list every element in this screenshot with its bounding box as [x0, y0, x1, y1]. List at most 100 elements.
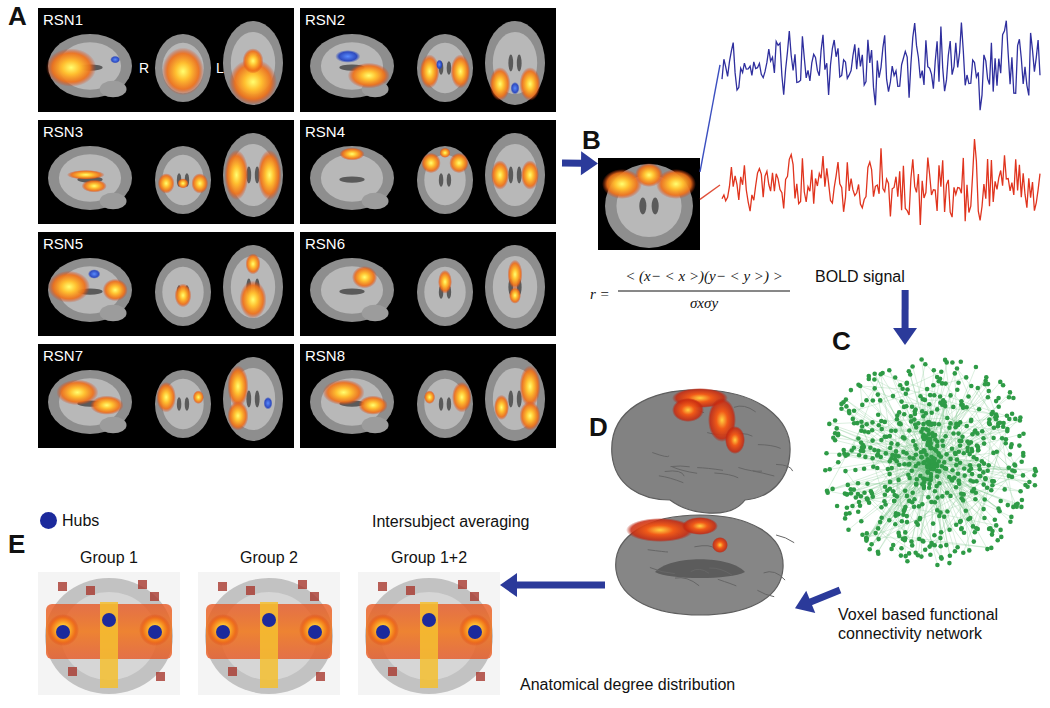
graph-node: [1017, 443, 1022, 448]
white-matter: [162, 267, 203, 317]
graph-link: [903, 405, 961, 452]
panel-ground: [38, 232, 294, 336]
graph-node: [875, 466, 880, 471]
activation-blob: [175, 284, 192, 308]
graph-node: [860, 424, 865, 429]
graph-node: [853, 468, 858, 473]
voxel-square: [476, 672, 485, 681]
graph-node: [964, 424, 969, 429]
graph-node: [940, 381, 945, 386]
graph-node: [947, 528, 952, 533]
step-caption: Intersubject averaging: [372, 512, 529, 531]
graph-node: [922, 484, 927, 489]
network-panel: [38, 344, 294, 448]
graph-node: [1021, 431, 1026, 436]
graph-node: [895, 417, 900, 422]
graph-node: [948, 421, 953, 426]
graph-link: [866, 400, 932, 462]
activation-blob: [246, 253, 261, 274]
graph-node: [996, 424, 1001, 429]
graph-node: [859, 419, 864, 424]
graph-node: [875, 453, 880, 458]
graph-node: [1019, 460, 1024, 465]
activation-blob: [323, 380, 365, 406]
graph-link: [878, 528, 921, 556]
formula-part: r =: [590, 286, 610, 303]
graph-node: [921, 422, 926, 427]
graph-node: [990, 483, 995, 488]
graph-node: [849, 388, 854, 393]
ventricle: [447, 173, 451, 187]
graph-link: [890, 482, 922, 504]
graph-node: [1007, 465, 1012, 470]
activation-blob: [520, 401, 541, 430]
activation-blob: [452, 382, 472, 413]
graph-node: [861, 449, 866, 454]
graph-node: [953, 451, 958, 456]
group-label: Group 2: [198, 548, 340, 567]
graph-node: [911, 439, 916, 444]
graph-node: [872, 377, 877, 382]
graph-node: [876, 537, 881, 542]
graph-link: [841, 409, 923, 467]
graph-node: [990, 479, 995, 484]
graph-node: [852, 421, 857, 426]
activation-blob: [449, 153, 469, 173]
brain-slice: [223, 245, 283, 329]
axial-slice: [45, 578, 173, 694]
graph-link: [890, 464, 922, 482]
activation-blob: [90, 396, 124, 415]
graph-node: [910, 404, 915, 409]
graph-node: [999, 535, 1004, 540]
graph-node: [955, 457, 960, 462]
graph-node: [882, 499, 887, 504]
graph-link: [867, 472, 920, 539]
panel-ground: [38, 120, 294, 224]
graph-node: [858, 504, 863, 509]
graph-node: [886, 467, 891, 472]
graph-node: [870, 420, 875, 425]
brain-slice: [48, 258, 132, 322]
graph-node: [885, 488, 890, 493]
graph-node: [980, 429, 985, 434]
graph-node: [836, 431, 841, 436]
figure-panel: ARSN1RLRSN2RSN3RSN4RSN5RSN6RSN7RSN8: [6, 4, 562, 452]
graph-node: [908, 372, 913, 377]
graph-node: [1003, 441, 1008, 446]
graph-node: [876, 449, 881, 454]
graph-link: [878, 395, 895, 495]
activation-blob: [439, 148, 450, 158]
graph-link: [912, 428, 994, 546]
activation-blob: [491, 160, 509, 189]
graph-node: [887, 518, 892, 523]
graph-link: [971, 421, 1035, 485]
graph-node: [925, 465, 930, 470]
graph-node: [922, 437, 927, 442]
graph-node: [958, 443, 963, 448]
graph-node: [967, 548, 972, 553]
graph-node: [928, 437, 933, 442]
graph-node: [964, 508, 969, 513]
graph-node: [931, 521, 936, 526]
figure-panel: BOLD signal: [720, 4, 1042, 290]
graph-node: [860, 403, 865, 408]
lateral-surface: [612, 390, 790, 513]
graph-node: [939, 530, 944, 535]
sulcus: [776, 535, 794, 543]
graph-node: [917, 537, 922, 542]
sulcus: [753, 471, 774, 476]
graph-node: [932, 368, 937, 373]
sulcus: [652, 453, 669, 457]
network-label: RSN3: [43, 123, 83, 140]
graph-node: [962, 473, 967, 478]
graph-link: [905, 461, 928, 538]
graph-node: [910, 490, 915, 495]
arrow-head: [581, 151, 598, 175]
graph-node: [893, 375, 898, 380]
activation-blob: [521, 160, 539, 189]
graph-node: [927, 432, 932, 437]
graph-node: [837, 452, 842, 457]
flow-arrow: [795, 590, 840, 613]
graph-link: [939, 461, 985, 479]
